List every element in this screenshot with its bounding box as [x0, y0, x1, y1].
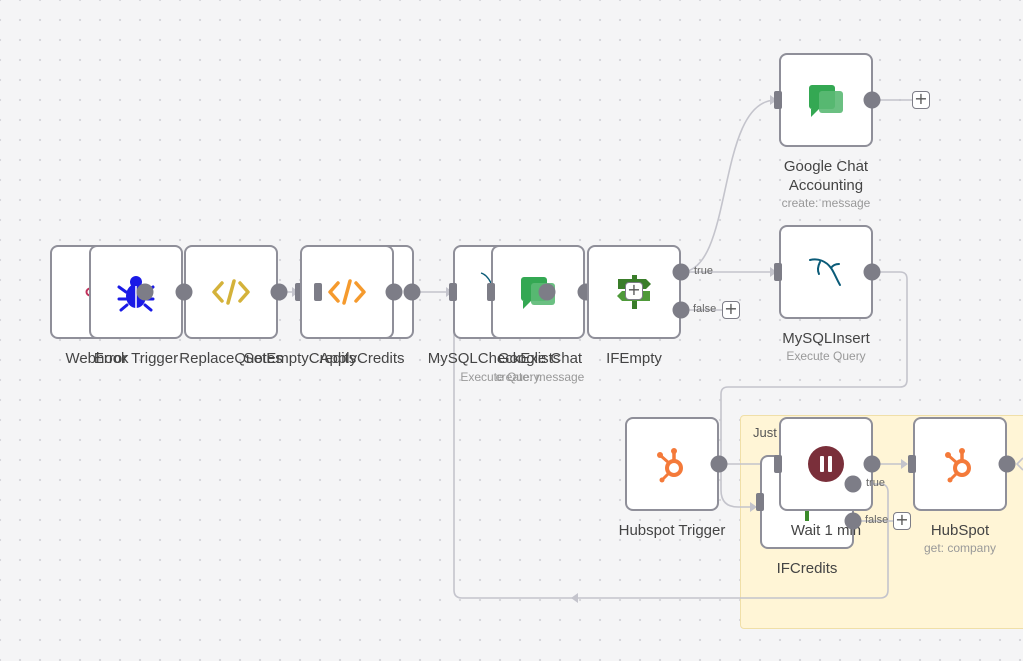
google-chat-accounting-output-port[interactable]: [863, 91, 881, 109]
node-mysql-insert-label: MySQLInsert: [782, 330, 870, 347]
replace-quotes-output-port[interactable]: [270, 283, 288, 301]
node-google-chat-accounting-sub: create: message: [781, 196, 871, 210]
hubspot-output-port[interactable]: [998, 455, 1016, 473]
node-if-empty-label: IFEmpty: [606, 350, 662, 367]
if-empty-false-add-button[interactable]: +: [722, 301, 740, 319]
mysql-dolphin-icon: [809, 258, 841, 286]
node-apply-credits-label: ApplyCredits: [319, 350, 405, 367]
node-webhook-label: Webhook: [65, 350, 129, 367]
arrow-loop-back: [571, 593, 578, 603]
google-chat-output-port[interactable]: [538, 283, 556, 301]
node-replace-quotes[interactable]: [184, 245, 278, 339]
google-chat-icon: [809, 85, 843, 117]
node-google-chat-accounting-label-2: Accounting: [788, 177, 864, 194]
if-empty-false-port[interactable]: [672, 301, 690, 319]
replace-quotes-input-port[interactable]: [175, 283, 193, 301]
node-wait[interactable]: [779, 417, 873, 521]
hubspot-input-port[interactable]: [908, 455, 916, 473]
node-set-empty-credits-label: SetEmptyCredits: [243, 350, 357, 367]
node-mysql-insert[interactable]: [779, 225, 873, 319]
mysql-check-input-port[interactable]: [449, 283, 457, 301]
pause-icon: [808, 446, 844, 482]
node-mysql-check-sub: Execute Query: [460, 370, 540, 384]
node-mysql-insert-sub: Execute Query: [786, 349, 866, 363]
sticky-note-text: Just: [753, 425, 777, 440]
if-credits-input-port[interactable]: [756, 493, 764, 511]
node-hubspot-trigger[interactable]: [625, 417, 719, 511]
edge-ifempty-to-googlechat-accounting: [680, 99, 777, 273]
add-node-button[interactable]: +: [625, 282, 643, 300]
node-hubspot-trigger-label: Hubspot Trigger: [618, 522, 726, 539]
code-brackets-icon: [328, 279, 366, 305]
if-credits-false-port[interactable]: [844, 512, 862, 530]
node-mysql-check-label: MySQLCheckExists: [427, 350, 561, 367]
edge-arrow-offscreen: [1015, 457, 1023, 471]
wait-input-port[interactable]: [774, 455, 782, 473]
wait-output-port[interactable]: [863, 455, 881, 473]
node-google-chat-accounting[interactable]: [779, 53, 873, 147]
mysql-insert-input-port[interactable]: [774, 263, 782, 281]
node-hubspot[interactable]: [913, 417, 1007, 511]
google-chat-accounting-input-port[interactable]: [774, 91, 782, 109]
hubspot-trigger-output-port[interactable]: [710, 455, 728, 473]
hubspot-sprocket-icon: [945, 448, 971, 483]
node-replace-quotes-label: ReplaceQuotes: [179, 350, 283, 367]
code-brackets-icon: [212, 279, 250, 305]
hubspot-sprocket-icon: [657, 448, 683, 483]
node-wait-label: Wait 1 min: [790, 522, 862, 539]
apply-credits-output-port[interactable]: [385, 283, 403, 301]
node-error-trigger-label: Error Trigger: [93, 350, 179, 367]
node-google-chat-accounting-label-1: Google Chat: [783, 158, 869, 175]
if-credits-true-label: true: [866, 477, 885, 489]
node-google-chat-sub: create: message: [495, 370, 585, 384]
if-credits-true-port[interactable]: [844, 475, 862, 493]
if-empty-true-label: true: [694, 265, 713, 277]
if-empty-false-label: false: [693, 303, 717, 315]
if-empty-true-port[interactable]: [672, 263, 690, 281]
if-credits-false-label: false: [865, 514, 889, 526]
error-trigger-output-port[interactable]: [136, 283, 154, 301]
google-chat-accounting-add-button[interactable]: +: [912, 91, 930, 109]
mysql-insert-output-port[interactable]: [863, 263, 881, 281]
set-empty-input-port[interactable]: [295, 283, 303, 301]
mysql-dolphin-icon: [480, 272, 492, 284]
node-google-chat-label: Google Chat: [497, 350, 583, 367]
set-empty-output-port[interactable]: [403, 283, 421, 301]
node-hubspot-label: HubSpot: [930, 522, 990, 539]
wait-running-indicator: [805, 511, 809, 521]
node-if-credits-label: IFCredits: [776, 560, 838, 577]
node-hubspot-sub: get: company: [923, 541, 997, 555]
if-credits-false-add-button[interactable]: +: [893, 512, 911, 530]
google-chat-input-port[interactable]: [487, 283, 495, 301]
apply-credits-input-port[interactable]: [314, 283, 322, 301]
node-error-trigger[interactable]: [89, 245, 183, 339]
